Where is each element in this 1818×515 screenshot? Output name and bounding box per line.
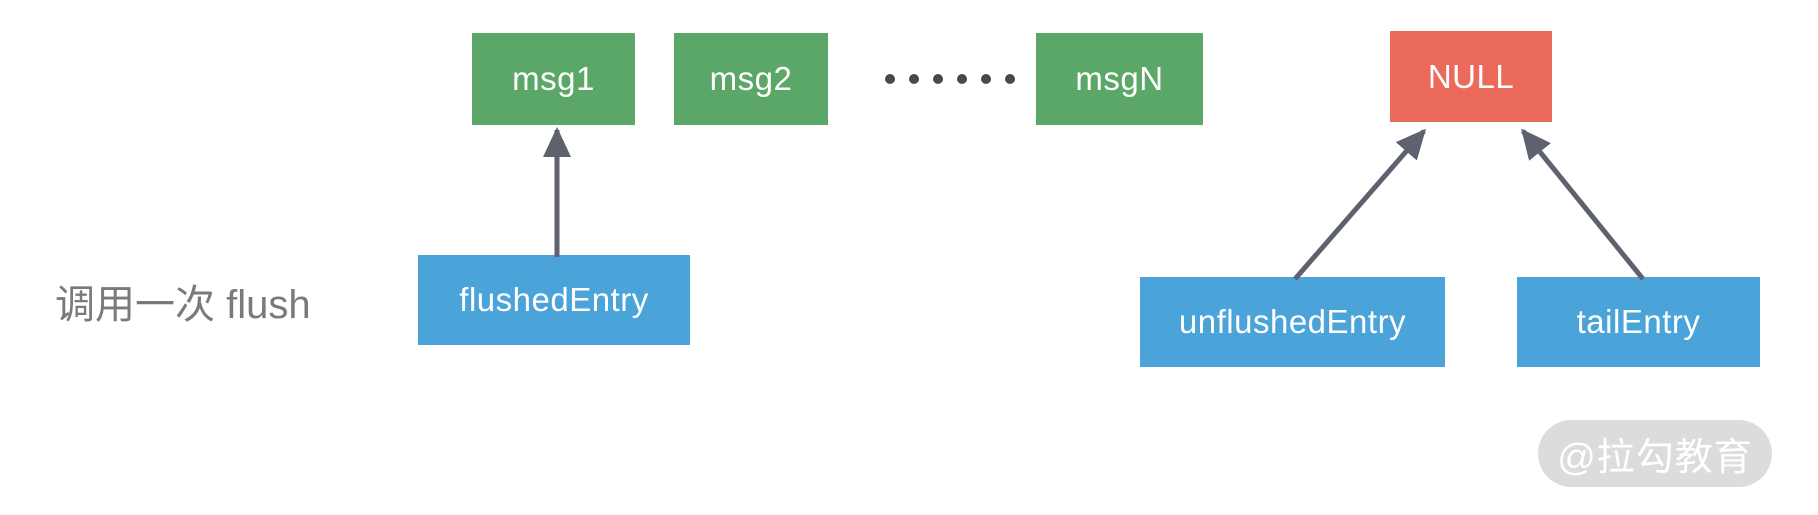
node-null: NULL — [1390, 31, 1552, 122]
ellipsis-dot — [957, 74, 967, 84]
ellipsis-dot — [885, 74, 895, 84]
node-null-label: NULL — [1427, 57, 1515, 95]
node-msg1: msg1 — [472, 33, 635, 125]
node-msgN-label: msgN — [1075, 60, 1164, 97]
node-msg2: msg2 — [674, 33, 828, 125]
node-msg2-label: msg2 — [709, 60, 793, 97]
arrow-unflushed-entry-to-null — [1293, 128, 1426, 281]
node-unflushed-entry-label: unflushedEntry — [1178, 303, 1407, 340]
watermark-text: @拉勾教育 — [1557, 437, 1753, 479]
ellipsis-dot — [1005, 74, 1015, 84]
node-tail-entry: tailEntry — [1517, 277, 1760, 367]
node-flushed-entry-label: flushedEntry — [459, 281, 649, 318]
ellipsis-dot — [909, 74, 919, 84]
node-unflushed-entry: unflushedEntry — [1140, 277, 1445, 367]
watermark-badge: @拉勾教育 — [1538, 420, 1772, 487]
node-flushed-entry: flushedEntry — [418, 255, 690, 345]
node-msg1-label: msg1 — [512, 60, 595, 97]
ellipsis-dots — [885, 74, 1015, 84]
caption-call-flush-once: 调用一次 flush — [55, 283, 311, 327]
node-tail-entry-label: tailEntry — [1576, 303, 1701, 340]
ellipsis-dot — [933, 74, 943, 84]
arrow-tail-entry-to-null — [1521, 128, 1645, 281]
ellipsis-dot — [981, 74, 991, 84]
node-msgN: msgN — [1036, 33, 1203, 125]
